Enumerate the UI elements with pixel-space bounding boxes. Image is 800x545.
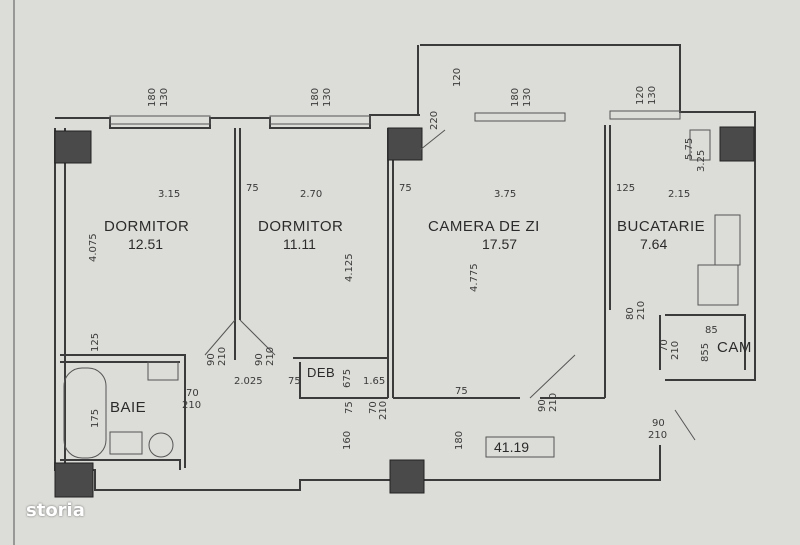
dim-bath-height: 175 <box>90 409 101 428</box>
dim-partition-2: 75 <box>399 183 412 194</box>
dim-hall-3: 75 <box>288 376 301 387</box>
windows <box>109 110 681 125</box>
total-area-box <box>485 436 555 458</box>
door-swing <box>529 354 576 399</box>
dim-door-7b: 210 <box>648 430 667 441</box>
dim-door-4b: 210 <box>636 301 647 320</box>
dim-window-1: 180 <box>147 88 158 107</box>
dim-balcony-2: 220 <box>429 111 440 130</box>
room-area-bedroom-1: 12.51 <box>128 236 163 252</box>
door-swing <box>419 129 446 151</box>
room-name-storage: DEB <box>307 365 335 380</box>
columns <box>54 126 755 498</box>
dim-door-1b: 210 <box>217 347 228 366</box>
dim-door-8b: 210 <box>378 401 389 420</box>
dim-partition-3: 125 <box>616 183 635 194</box>
dim-pantry-2: 855 <box>700 343 711 362</box>
column <box>719 126 755 162</box>
dim-door-2: 90 <box>254 353 265 366</box>
dim-room2-width: 2.70 <box>300 189 322 200</box>
dim-room1-width: 3.15 <box>158 189 180 200</box>
dim-door-5: 70 <box>659 339 670 352</box>
column <box>387 127 423 161</box>
dim-door-7: 90 <box>652 418 665 429</box>
room-name-kitchen: BUCATARIE <box>617 218 705 235</box>
dim-door-4: 80 <box>625 307 636 320</box>
dim-room3-height: 4.775 <box>469 263 480 292</box>
dim-bath-top: 125 <box>90 333 101 352</box>
stove <box>697 264 739 306</box>
vent-shaft <box>147 361 179 381</box>
dim-window-2b: 130 <box>322 88 333 107</box>
toilet <box>148 432 174 458</box>
dim-door-6b: 210 <box>548 393 559 412</box>
dim-door-3: 70 <box>186 388 199 399</box>
dim-storage-1: 675 <box>342 369 353 388</box>
dim-hall-1: 2.025 <box>234 376 263 387</box>
door-swing <box>239 319 276 356</box>
room-name-bedroom-2: DORMITOR <box>258 218 343 235</box>
dim-window-4b: 130 <box>647 86 658 105</box>
dim-door-5b: 210 <box>670 341 681 360</box>
interior-walls <box>60 125 746 468</box>
storia-watermark: storia <box>26 500 85 521</box>
dim-room4-width: 2.15 <box>668 189 690 200</box>
room-area-kitchen: 7.64 <box>640 236 667 252</box>
dim-balcony: 120 <box>452 68 463 87</box>
dim-hall-depth-1: 160 <box>342 431 353 450</box>
doors <box>204 129 696 441</box>
dim-room1-height: 4.075 <box>88 233 99 262</box>
dimension-labels: 180 130 180 130 180 130 120 130 120 220 … <box>88 68 718 450</box>
room-area-bedroom-2: 11.11 <box>283 236 316 252</box>
dim-room3-width: 3.75 <box>494 189 516 200</box>
dim-door-2b: 210 <box>265 347 276 366</box>
dim-window-2: 180 <box>310 88 321 107</box>
dim-pantry-1: 85 <box>705 325 718 336</box>
column <box>389 459 425 494</box>
dim-door-1: 90 <box>206 353 217 366</box>
dim-window-3: 180 <box>510 88 521 107</box>
dim-window-3b: 130 <box>522 88 533 107</box>
dim-window-4: 120 <box>635 86 646 105</box>
dim-hall-2: 1.65 <box>363 376 385 387</box>
dim-door-6: 90 <box>537 399 548 412</box>
dim-door-8: 70 <box>368 401 379 414</box>
sink <box>109 431 143 455</box>
bathtub <box>63 367 107 459</box>
dim-hall-depth-2: 180 <box>454 431 465 450</box>
dim-door-3b: 210 <box>182 400 201 411</box>
kitchen-duct <box>689 129 711 161</box>
window-3 <box>474 112 566 122</box>
room-name-living-room: CAMERA DE ZI <box>428 218 540 235</box>
dim-window-1b: 130 <box>159 88 170 107</box>
room-name-bathroom: BAIE <box>110 399 146 416</box>
window-2 <box>269 115 371 125</box>
fixtures <box>63 129 741 459</box>
dim-hall-4: 75 <box>455 386 468 397</box>
dim-room2-height: 4.125 <box>344 253 355 282</box>
window-1 <box>109 115 211 125</box>
dim-partition-1: 75 <box>246 183 259 194</box>
window-4 <box>609 110 681 120</box>
column <box>54 130 92 164</box>
door-swing <box>674 409 696 441</box>
door-swing <box>204 319 236 356</box>
dim-kitchen-1: 5.75 <box>684 138 695 160</box>
total-area: 41.19 <box>494 439 529 455</box>
dim-kitchen-2: 3.25 <box>696 150 707 172</box>
column <box>54 462 94 498</box>
room-name-bedroom-1: DORMITOR <box>104 218 189 235</box>
dim-storage-2: 75 <box>344 401 355 414</box>
room-area-living-room: 17.57 <box>482 236 517 252</box>
room-name-pantry: CAM <box>717 339 752 356</box>
